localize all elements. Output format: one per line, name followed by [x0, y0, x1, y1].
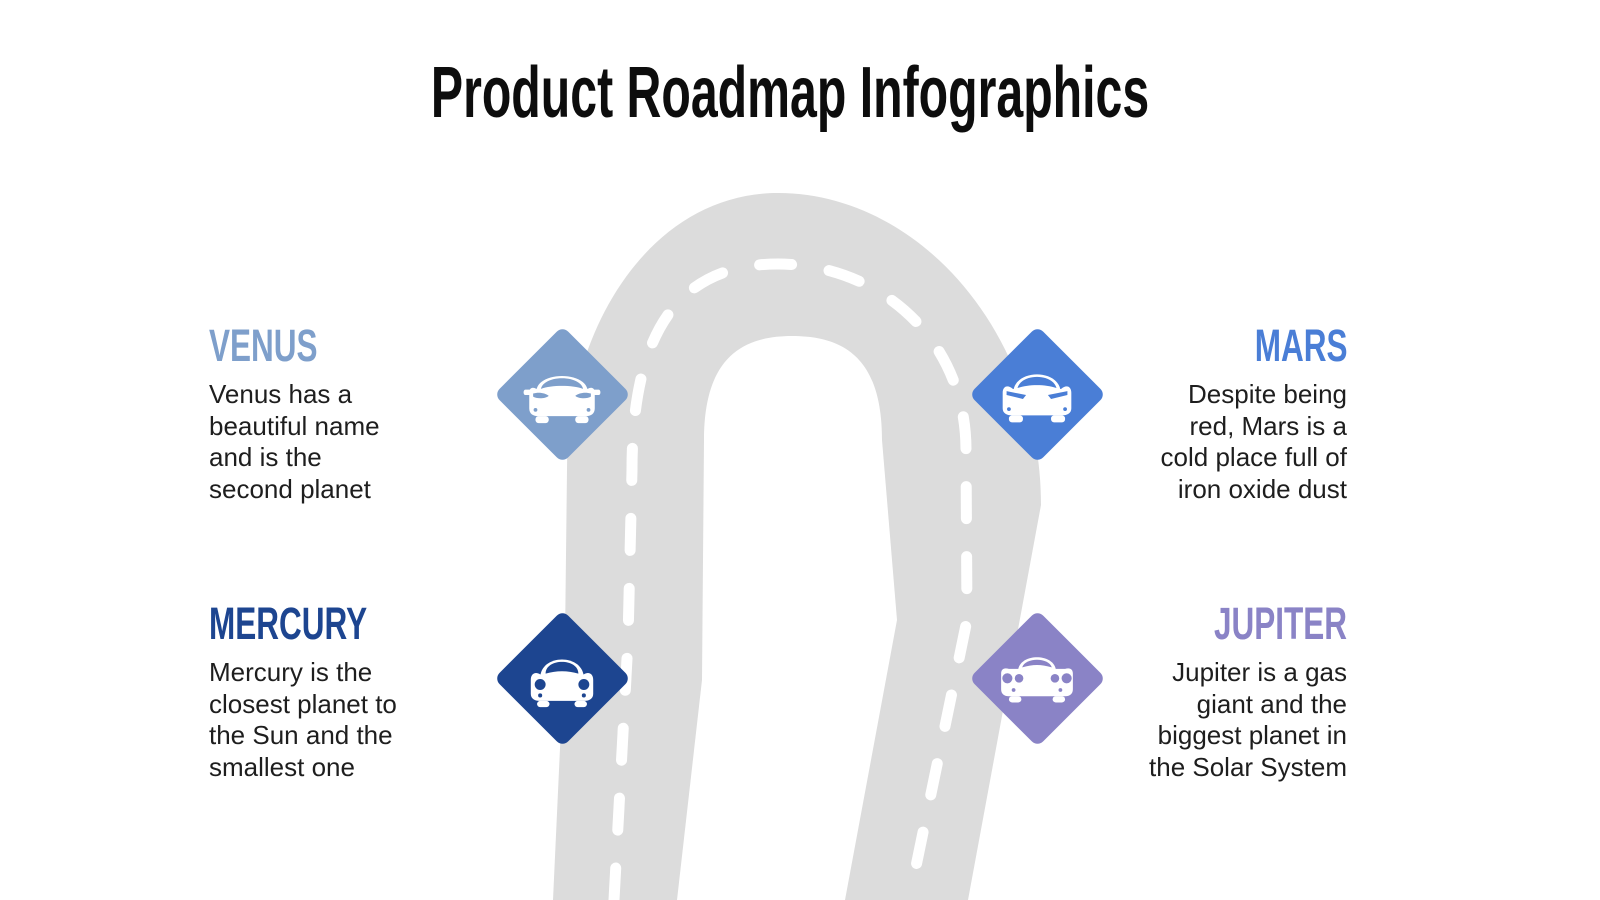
- milestone-description-mercury: Mercury is the closest planet to the Sun…: [209, 657, 397, 782]
- milestone-heading-mercury: MERCURY: [209, 598, 368, 649]
- milestone-heading-venus: VENUS: [209, 320, 318, 371]
- car-modern-icon: [523, 375, 601, 424]
- milestone-heading-mars: MARS: [1254, 320, 1347, 371]
- page-title-text: Product Roadmap Infographics: [430, 53, 1150, 133]
- milestone-heading-jupiter: JUPITER: [1213, 598, 1347, 649]
- road-shape: [553, 193, 1041, 900]
- milestone-description-venus: Venus has a beautiful name and is the se…: [209, 379, 380, 504]
- car-classic-icon: [1001, 657, 1073, 703]
- page-title: Product Roadmap Infographics: [0, 53, 1580, 133]
- car-vintage-icon: [530, 659, 594, 708]
- milestone-description-jupiter: Jupiter is a gas giant and the biggest p…: [1149, 657, 1347, 782]
- road-dash-line: [608, 258, 973, 900]
- car-sport-icon: [1002, 374, 1072, 423]
- milestone-description-mars: Despite being red, Mars is a cold place …: [1160, 379, 1347, 504]
